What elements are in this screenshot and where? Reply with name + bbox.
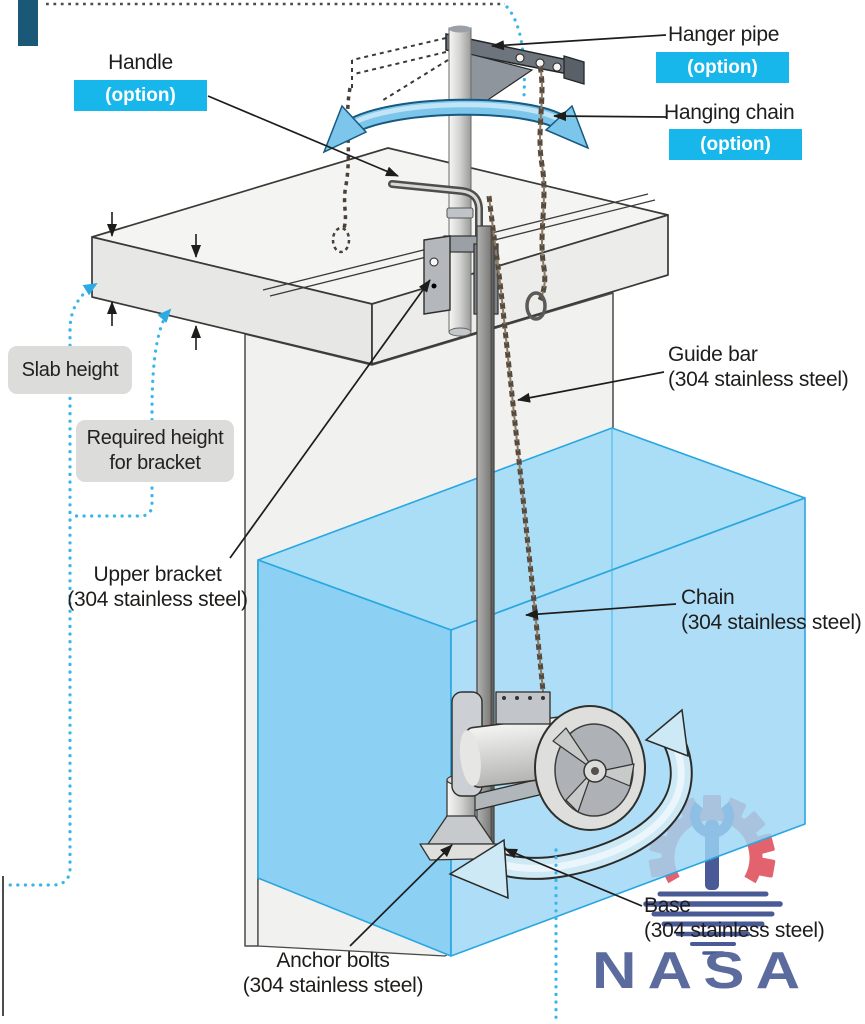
bracket-plate <box>423 235 451 315</box>
arm-hole <box>552 62 562 72</box>
pipe-bottom-cap <box>448 327 472 337</box>
handle-label: Handle <box>108 51 173 74</box>
mixer-assembly <box>419 691 646 861</box>
base-leader <box>504 848 643 907</box>
page-border <box>2 0 526 1016</box>
propeller-blade <box>595 763 635 787</box>
chain-leader <box>525 603 677 620</box>
logo-ripple-lines <box>643 891 783 955</box>
slab-height-badge: Slab height <box>8 346 132 394</box>
concrete-slab <box>91 147 669 365</box>
base-label: Base (304 stainless steel) <box>644 894 825 942</box>
measurement-dotted-lines <box>6 282 558 1022</box>
handle-option-badge: (option) <box>74 80 207 111</box>
pipe-top-cap <box>449 25 471 33</box>
chain-label: Chain (304 stainless steel) <box>681 586 862 634</box>
required-height-dotted-line <box>74 410 154 518</box>
required-height-line2: for bracket <box>109 452 201 474</box>
hanging-chain <box>525 65 548 321</box>
upper-bracket-label: Upper bracket (304 stainless steel) <box>67 563 248 611</box>
upper-bracket-leader <box>229 279 431 559</box>
hanger-pipe-shaft <box>448 27 472 333</box>
guide-bar-leader <box>517 371 665 403</box>
anchor-bolts-leader <box>349 844 453 947</box>
top-cyan-dotted-curve <box>505 5 526 98</box>
lifting-chain <box>486 195 549 723</box>
arm-hole <box>535 58 545 68</box>
guide-bar-label: Guide bar (304 stainless steel) <box>668 343 849 391</box>
required-height-dotted-arrow <box>150 308 172 414</box>
arm-hole <box>515 53 525 63</box>
navy-corner-bar <box>18 0 38 46</box>
required-height-badge: Required height for bracket <box>76 420 234 482</box>
required-height-line1: Required height <box>86 427 224 449</box>
hanging-chain-option-badge: (option) <box>669 129 802 160</box>
hanging-chain-leader <box>553 111 667 122</box>
propeller-blade <box>552 727 595 771</box>
nasa-watermark-text: NASA <box>592 940 812 1000</box>
handle-leader <box>207 95 399 177</box>
propeller-shroud <box>534 705 646 831</box>
hanging-chain-label: Hanging chain <box>664 101 795 124</box>
hanger-arm-end-plate <box>563 55 585 85</box>
chain-hook-ring <box>525 291 547 321</box>
alternate-position-dashed <box>331 37 449 254</box>
anchor-bolts-label: Anchor bolts (304 stainless steel) <box>242 949 424 997</box>
propeller-blade <box>565 771 593 813</box>
hanger-pipe-leader <box>491 34 667 51</box>
handle-rod <box>388 180 483 270</box>
bracket-bolt <box>431 283 437 289</box>
dimension-arrows <box>107 212 201 350</box>
leader-lines <box>207 34 677 947</box>
pipe-collar <box>446 207 474 219</box>
hanger-pipe-option-badge: (option) <box>656 52 789 83</box>
flow-arrow <box>448 708 693 900</box>
hanger-pipe-label: Hanger pipe <box>668 23 780 46</box>
bracket-hole <box>429 257 439 267</box>
